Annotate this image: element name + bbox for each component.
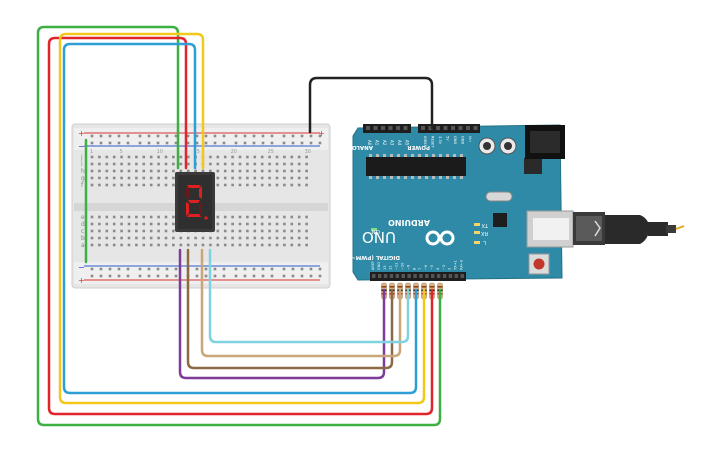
seven-segment-display [175,172,215,232]
rail-plus-label: + [78,129,85,138]
digital-pin-label: AREF [371,261,375,270]
arduino-uno-board: ON TX RX L ARDUINO UNO POWER ANALOG IN D… [338,124,574,281]
digital-pin-label: ~3 [442,265,446,270]
digit-segments-off [186,186,202,216]
analog-pin-label: A4 [397,140,402,146]
brand-label: ARDUINO [388,218,430,227]
wire-purple [178,248,386,380]
column-number: 10 [157,149,163,155]
row-letter: f [81,182,84,189]
row-letter: b [81,235,85,242]
model-label: UNO [362,228,396,246]
power-pin-label: Vin [468,136,472,142]
digital-pin-label: ~11 [395,263,399,270]
on-label: ON [372,228,380,234]
column-number: 30 [305,149,311,155]
arduino-logo [425,230,455,246]
row-letter: d [81,221,85,228]
wires [36,25,442,427]
analog-pin-label: A5 [405,140,410,146]
analog-pin-label: A2 [382,140,387,146]
chip-pins [369,154,463,179]
digital-pin-label: 2 [448,268,452,270]
power-label: POWER [406,144,430,150]
voltage-regulator [524,158,542,174]
analog-pin-label: A1 [375,140,380,146]
row-letter: a [81,242,85,249]
row-letter: e [81,214,85,221]
digit-segments [186,185,202,217]
analog-pin-label: A0 [367,140,372,146]
column-number: 20 [231,149,237,155]
analog-header [363,124,411,133]
digital-pin-label: ~5 [430,265,434,270]
power-pin-label: 3.3V [438,136,442,145]
digital-pin-label: GND [377,262,381,270]
row-letter: j [80,154,83,161]
wire-cyan [208,248,410,344]
resistor-array [381,282,443,300]
digital-pin-label: ~10 [401,263,405,270]
row-letter: i [81,161,83,168]
wire-brown [186,248,394,370]
power-pin-label: GND [453,136,457,144]
power-pin-label: IOREF [423,136,427,147]
analog-label: ANALOG IN [338,144,373,150]
wire-red [47,36,434,416]
on-led [371,228,377,231]
column-number: 1 [90,149,93,155]
digital-pin-label: RX←0 [460,260,464,270]
digital-pin-label: 13 [383,266,387,270]
digital-header [370,272,466,281]
wire-green [36,25,442,427]
column-number: 25 [268,149,274,155]
wire-tan [200,248,402,358]
power-pin-label: GND [461,136,465,144]
rail-plus-label-bottom: + [78,276,85,285]
l-label: L [483,239,486,245]
rail-minus-label-bottom: − [78,263,85,272]
column-number: 15 [194,149,200,155]
digital-pin-label: ~9 [406,265,410,270]
digital-pin-label: 4 [436,267,440,270]
row-letter: c [81,228,84,235]
digital-pin-label: ~6 [424,265,428,270]
power-header [418,124,480,133]
breadboard-holes [90,134,322,278]
tx-label: TX [481,222,489,228]
rail-plus-label-right: + [318,129,325,138]
power-pin-label: 5V [446,136,450,141]
crystal [485,191,513,202]
usb-cable [573,212,685,245]
rail-minus-label: − [78,142,85,151]
header-holes [366,126,478,278]
digital-label: DIGITAL (PWM~) [348,254,400,260]
digital-pin-label: 7 [418,268,422,270]
wire-black-gnd [308,76,434,134]
wire-blue [62,42,418,395]
digital-pin-label: 8 [412,268,416,270]
wire-yellow [58,32,426,405]
digital-pin-label: TX→1 [454,260,458,271]
usb-chip [493,213,507,227]
power-pin-label: RESET [431,136,435,148]
row-letter: h [81,168,85,175]
analog-pin-label: A3 [390,140,395,146]
digital-pin-label: 12 [389,266,393,270]
microcontroller-chip [366,157,466,176]
rx-label: RX [481,230,488,236]
row-letter: g [81,175,85,182]
decimal-point [204,216,208,220]
column-number: 5 [120,149,123,155]
